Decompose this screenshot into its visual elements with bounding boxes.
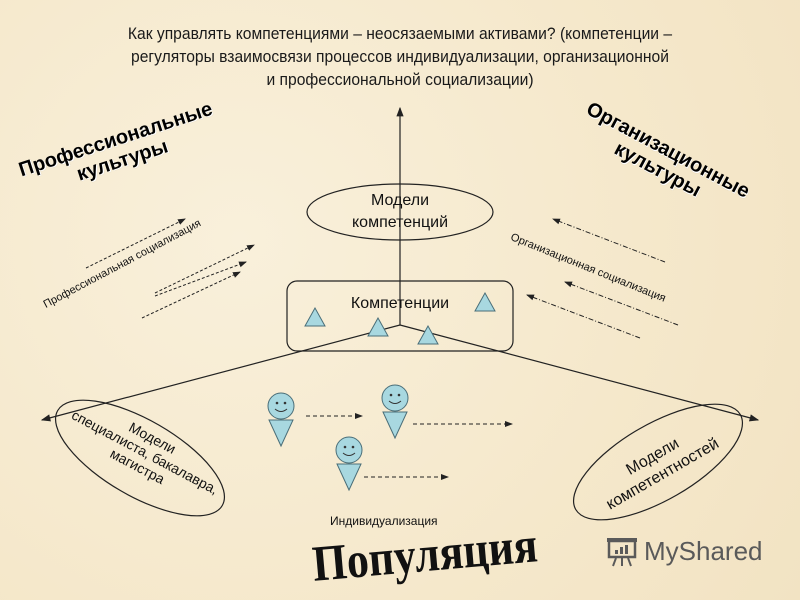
left-axis <box>40 324 401 422</box>
competence-box-label: Компетенции <box>350 295 450 312</box>
slide-title: Как управлять компетенциями – неосязаемы… <box>50 22 749 91</box>
presentation-board-icon <box>607 537 637 566</box>
person-3 <box>335 436 363 492</box>
watermark-text: MyShared <box>644 536 763 566</box>
individualization-arrows <box>306 413 513 480</box>
competence-models-line1: Модели <box>370 192 430 209</box>
title-line-1: Как управлять компетенциями – неосязаемы… <box>127 24 673 43</box>
person-2 <box>381 384 409 440</box>
competence-models-label: Модели компетенций <box>320 190 480 234</box>
competence-models-oval <box>306 183 494 241</box>
right-axis <box>399 324 760 422</box>
professional-socialization-arrows <box>85 218 255 319</box>
organizational-socialization-arrows <box>526 218 679 339</box>
individualization-label: Индивидуализация <box>330 514 438 528</box>
person-1 <box>267 392 295 448</box>
title-line-2: регуляторы взаимосвязи процессов индивид… <box>131 47 669 66</box>
competency-models-oval <box>572 403 744 521</box>
title-line-3: и профессиональной социализации) <box>266 70 534 89</box>
watermark-logo: MyShared <box>606 536 763 567</box>
competence-triangles <box>304 291 496 345</box>
specialist-models-oval <box>54 399 226 517</box>
competence-box <box>286 280 514 352</box>
competence-models-line2: компетенций <box>351 214 449 231</box>
